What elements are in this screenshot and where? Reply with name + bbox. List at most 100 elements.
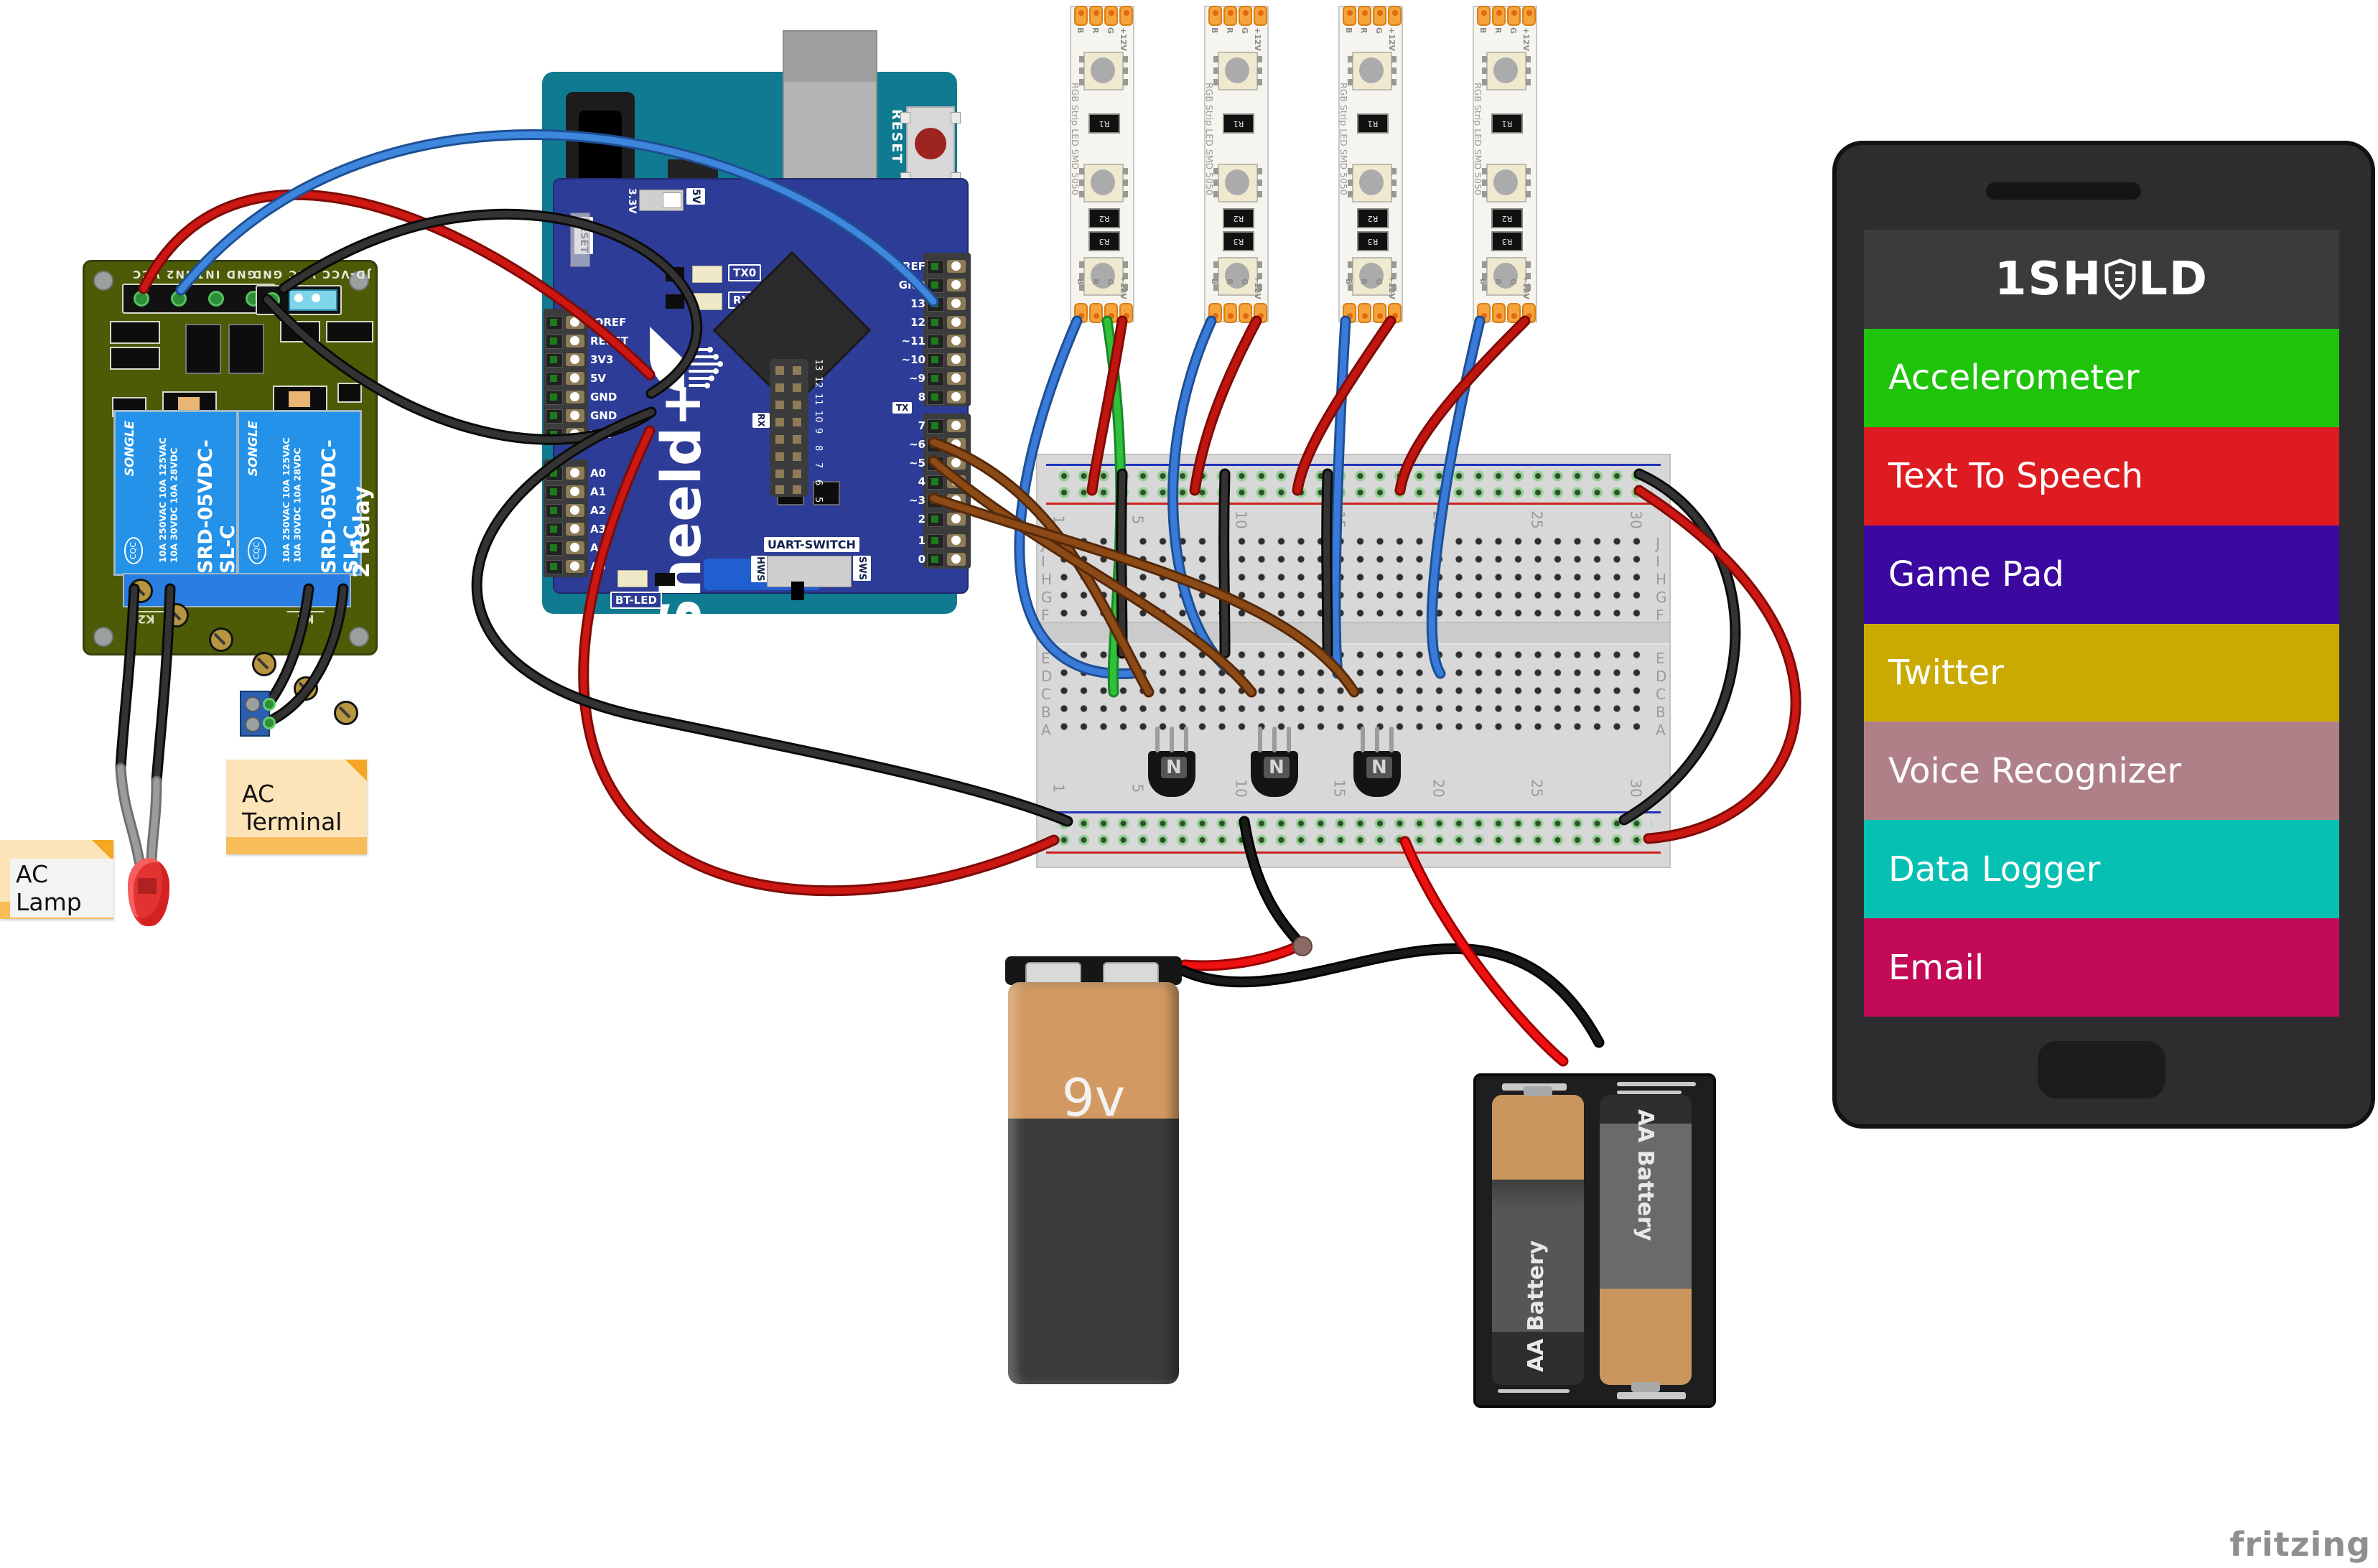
ac-terminal-note-text: AC Terminal bbox=[242, 780, 342, 836]
strip-label: RGB Strip LED SMD 5050 bbox=[1338, 83, 1349, 195]
screw-hole bbox=[349, 627, 369, 647]
rgb-led-strip: B R G +12V R1 R2 R3 RGB Strip LED SMD 50… bbox=[1204, 6, 1269, 323]
ac-terminal-note: AC Terminal bbox=[226, 760, 367, 854]
rows-f-j bbox=[1055, 533, 1652, 625]
relay-module-title: 2 Relay Module bbox=[349, 485, 401, 578]
tx0-label: TX0 bbox=[728, 264, 762, 281]
phone-screen: 1SH LD Accelerometer Text To Speech Game… bbox=[1864, 230, 2339, 1017]
aa-battery-2: AA Battery bbox=[1600, 1095, 1692, 1392]
rail-to-aa-red bbox=[1402, 838, 1567, 1065]
arduino-pin[interactable]: 7 bbox=[872, 419, 973, 437]
rgb-led-strip: B R G +12V R1 R2 R3 RGB Strip LED SMD 50… bbox=[1070, 6, 1134, 323]
arduino-pin[interactable]: ~5 bbox=[872, 457, 973, 474]
rows-a-e bbox=[1055, 646, 1652, 738]
switch-3v3-label: 3.3V bbox=[626, 188, 638, 214]
ac-lamp-note: AC Lamp bbox=[0, 840, 113, 919]
icsp-number: 6 bbox=[813, 480, 824, 486]
relay-power-header bbox=[256, 285, 342, 315]
relay-2: SONGLE 10A 250VAC 10A 125VAC 10A 30VDC 1… bbox=[237, 410, 363, 576]
icsp-number: 5 bbox=[813, 497, 824, 503]
voltage-switch[interactable] bbox=[639, 190, 684, 211]
screw-hole bbox=[93, 271, 113, 291]
menu-item[interactable]: Accelerometer bbox=[1864, 329, 2339, 427]
strip-label: RGB Strip LED SMD 5050 bbox=[1204, 83, 1215, 195]
icsp-number: 11 bbox=[813, 393, 824, 406]
rail-to-aa-red-outline bbox=[1399, 836, 1569, 1067]
home-button[interactable] bbox=[2038, 1041, 2165, 1098]
relay-terminal-block bbox=[123, 573, 358, 725]
menu-item[interactable]: Data Logger bbox=[1864, 820, 2339, 919]
arduino-pin[interactable]: ~11 bbox=[872, 335, 973, 352]
icsp-number: 8 bbox=[813, 445, 824, 452]
strip-label: RGB Strip LED SMD 5050 bbox=[1070, 83, 1081, 195]
npn-transistor: N bbox=[1353, 727, 1401, 797]
arduino-pin[interactable]: 8 bbox=[872, 391, 973, 408]
smartphone: 1SH LD Accelerometer Text To Speech Game… bbox=[1832, 141, 2375, 1129]
npn-transistor: N bbox=[1148, 727, 1195, 797]
relay-1: SONGLE 10A 250VAC 10A 125VAC 10A 30VDC 1… bbox=[113, 410, 239, 576]
icsp-header bbox=[770, 359, 808, 497]
relay-k2-label: K2 bbox=[128, 611, 165, 626]
top-power-rail bbox=[1055, 468, 1652, 500]
arduino-pin[interactable]: AREF bbox=[872, 260, 973, 277]
ac-lamp-led bbox=[128, 858, 169, 926]
bottom-power-rail bbox=[1055, 816, 1652, 847]
screw-hole bbox=[93, 627, 113, 647]
relay-power-header-label: JD-VCC VCC GND bbox=[251, 268, 371, 281]
fritzing-watermark: fritzing bbox=[2229, 1525, 2371, 1564]
relay-module-board: GND IN1 IN2 VCC JD-VCC VCC GND SONGLE 10… bbox=[83, 260, 401, 725]
menu-item[interactable]: Email bbox=[1864, 918, 2339, 1017]
ac-terminal-block bbox=[240, 691, 276, 737]
arduino-pin[interactable]: 12 bbox=[872, 316, 973, 333]
aa-battery-holder: AA Battery AA Battery bbox=[1473, 1073, 1716, 1408]
menu-item[interactable]: Game Pad bbox=[1864, 525, 2339, 624]
rx-led bbox=[692, 293, 722, 310]
menu-item[interactable]: Twitter bbox=[1864, 623, 2339, 722]
icsp-number: 7 bbox=[813, 462, 824, 469]
arduino-pin[interactable]: ~6 bbox=[872, 438, 973, 455]
relay-input-header bbox=[122, 284, 276, 314]
app-header: 1SH LD bbox=[1864, 230, 2339, 329]
menu-item[interactable]: Text To Speech bbox=[1864, 426, 2339, 526]
bt-led-label: BT-LED bbox=[610, 592, 662, 609]
tx-led bbox=[692, 266, 722, 283]
earpiece bbox=[1986, 182, 2141, 200]
nine-volt-label: 9v bbox=[1061, 1068, 1126, 1128]
relay-ratings: 10A 250VAC 10A 125VAC 10A 30VDC 10A 28VD… bbox=[281, 437, 303, 563]
led-leg-2-outline bbox=[146, 775, 162, 867]
uart-switch[interactable] bbox=[767, 556, 852, 587]
ac-lamp-note-text: AC Lamp bbox=[10, 859, 113, 918]
arduino-pin[interactable]: ~3 bbox=[872, 494, 973, 511]
arduino-pin[interactable]: 2 bbox=[872, 513, 973, 530]
shield-menu: Accelerometer Text To Speech Game Pad Tw… bbox=[1864, 329, 2339, 1017]
menu-item[interactable]: Voice Recognizer bbox=[1864, 722, 2339, 821]
shield-name: 1Sheeld+ bbox=[649, 381, 713, 675]
arduino-pin[interactable]: GND bbox=[872, 279, 973, 296]
arduino-pin[interactable]: 0 bbox=[872, 553, 973, 570]
sws-label: SWS bbox=[853, 556, 871, 582]
bt-led bbox=[617, 570, 648, 587]
splice-to-9v-red-outline bbox=[1179, 939, 1307, 971]
9v-to-aa-black bbox=[1180, 945, 1603, 1046]
wire-splice bbox=[1292, 936, 1312, 956]
relay-input-header-label: GND IN1 IN2 VCC bbox=[131, 268, 256, 281]
app-logo: 1SH LD bbox=[1994, 253, 2209, 306]
icsp-number: 9 bbox=[813, 428, 824, 434]
led-leg-1-outline bbox=[115, 762, 145, 867]
arduino-pin[interactable]: 13 bbox=[872, 297, 973, 314]
reset-button[interactable] bbox=[900, 106, 961, 190]
rx-arrow-tag: RX bbox=[752, 413, 770, 428]
arduino-pin[interactable]: ~10 bbox=[872, 353, 973, 370]
icsp-number: 10 bbox=[813, 411, 824, 423]
relay-vcc-jumper bbox=[289, 289, 337, 311]
icsp-number: 12 bbox=[813, 376, 824, 388]
aa-battery-1: AA Battery bbox=[1492, 1086, 1584, 1385]
strip-label: RGB Strip LED SMD 5050 bbox=[1473, 83, 1483, 195]
reset-button-cap[interactable] bbox=[915, 128, 946, 159]
splice-to-9v-red bbox=[1181, 941, 1305, 969]
arduino-pin[interactable]: 1 bbox=[872, 534, 973, 551]
arduino-pin[interactable]: ~9 bbox=[872, 372, 973, 389]
led-leg-2 bbox=[148, 778, 160, 865]
arduino-pin[interactable]: 4 bbox=[872, 475, 973, 493]
